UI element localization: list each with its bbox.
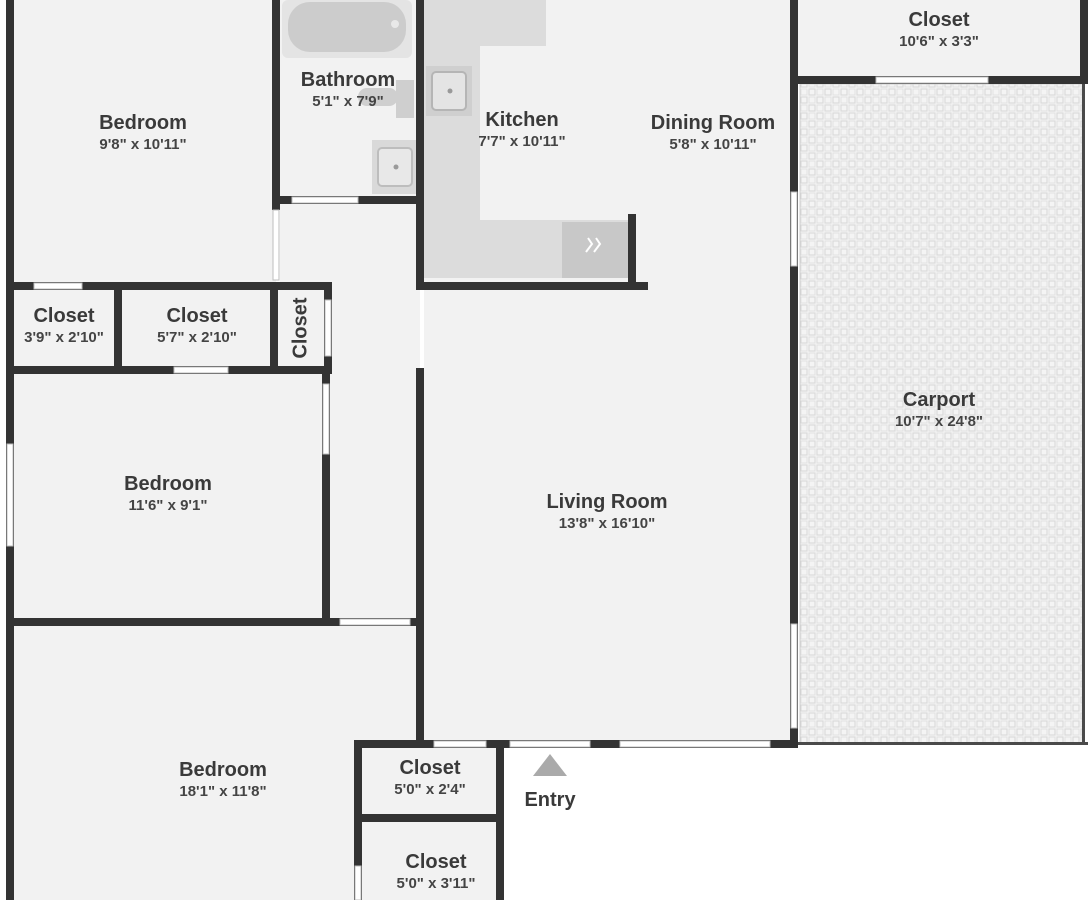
door-entry: [509, 740, 591, 748]
door-closet-c: [324, 299, 332, 357]
floor-bedroom-top: [12, 0, 276, 284]
room-name: Living Room: [546, 491, 668, 513]
window-living-right: [790, 623, 798, 729]
room-name: Bedroom: [124, 473, 212, 495]
room-name: Bedroom: [99, 112, 187, 134]
toilet: [358, 88, 398, 106]
door-bath: [291, 196, 359, 204]
room-label-living: Living Room 13'8" x 16'10": [546, 490, 667, 534]
window-bedroom-mid: [6, 443, 14, 547]
door-bedroom-mid: [322, 383, 330, 455]
room-dimensions: 18'1" x 11'8": [179, 783, 267, 800]
room-label-kitchen: Kitchen 7'7" x 10'11": [478, 108, 565, 152]
openings: [6, 76, 989, 900]
room-label-bedroom-bottom: Bedroom 18'1" x 11'8": [179, 758, 267, 802]
wall-closet-row-bottom: [6, 366, 332, 374]
wall-closet-b-c: [270, 282, 278, 374]
room-name: Dining Room: [650, 112, 776, 134]
room-name: Bathroom: [300, 69, 396, 91]
floor-closet-d: [360, 746, 496, 816]
door-bedroom-bottom: [339, 618, 411, 626]
wall-closet-d-e: [354, 814, 504, 822]
fixtures: [282, 0, 630, 278]
floor-closet-c: [278, 288, 326, 368]
room-name: Closet: [405, 851, 467, 873]
wall-living-bottom: [416, 740, 796, 748]
floor-living: [424, 284, 792, 742]
room-label-closet-top-right: Closet 10'6" x 3'3": [899, 8, 979, 52]
kitchen-counter: [424, 0, 546, 46]
room-name: Closet: [33, 305, 95, 327]
window-closet-top-right: [875, 76, 989, 84]
door-closet-a: [33, 282, 83, 290]
window-living-bottom: [619, 740, 771, 748]
wall-closet-top-right-left: [790, 0, 798, 84]
door-closet-e: [354, 865, 362, 900]
wall-carport-right: [1082, 84, 1085, 744]
room-dimensions: 3'9" x 2'10": [24, 329, 104, 346]
wall-closets-bottom-top: [354, 740, 504, 748]
room-dimensions: 9'8" x 10'11": [99, 136, 187, 153]
door-closet-b: [173, 366, 229, 374]
floor-closet-a: [12, 288, 116, 368]
room-dimensions: 11'6" x 9'1": [128, 497, 208, 514]
wall-closet-row-top: [6, 282, 332, 290]
room-label-closet-a: Closet 3'9" x 2'10": [24, 304, 104, 348]
entry-arrow-icon: [533, 754, 567, 776]
room-label-closet-d: Closet 5'0" x 2'4": [394, 756, 465, 800]
room-dimensions: 7'7" x 10'11": [478, 133, 566, 150]
room-name: Closet: [908, 9, 970, 31]
room-label-bathroom: Bathroom 5'1" x 7'9": [301, 68, 395, 112]
wall-living-left: [416, 368, 424, 748]
floor-closet-b: [122, 288, 272, 368]
wall-carport-bottom: [798, 742, 1088, 745]
room-label-carport: Carport 10'7" x 24'8": [895, 388, 983, 432]
room-name: Closet: [166, 305, 228, 327]
room-name: Kitchen: [485, 109, 559, 131]
door-closet-d: [433, 740, 487, 748]
room-label-bedroom-mid: Bedroom 11'6" x 9'1": [124, 472, 212, 516]
room-label-dining: Dining Room 5'8" x 10'11": [651, 111, 775, 155]
room-dimensions: 5'8" x 10'11": [669, 136, 757, 153]
wall-closet-top-right-right: [1080, 0, 1088, 84]
room-label-bedroom-top: Bedroom 9'8" x 10'11": [99, 111, 187, 155]
room-dimensions: 13'8" x 16'10": [558, 515, 656, 532]
room-name: Closet: [399, 757, 461, 779]
window-dining: [790, 191, 798, 267]
room-dimensions: 10'6" x 3'3": [899, 33, 979, 50]
room-dimensions: 10'7" x 24'8": [894, 413, 984, 430]
room-dimensions: 5'7" x 2'10": [157, 329, 237, 346]
wall-dining-right: [790, 0, 798, 748]
floor-bedroom-mid: [12, 372, 326, 620]
entry-label: Entry: [524, 789, 576, 811]
room-dimensions: 5'0" x 2'4": [394, 781, 466, 798]
room-dimensions: 5'0" x 3'11": [396, 875, 476, 892]
wall-bathroom-kitchen: [416, 0, 424, 290]
wall-bedroom-mid-bottom: [6, 618, 424, 626]
wall-bedroom-bathroom: [272, 0, 280, 210]
wall-closet-a-b: [114, 282, 122, 374]
floor-closet-e: [360, 822, 496, 900]
wall-kitchen-stub: [628, 214, 636, 290]
floor-closet-top-right: [798, 0, 1084, 78]
wall-kitchen-bottom: [416, 282, 648, 290]
room-dimensions: 5'1" x 7'9": [312, 93, 384, 110]
room-name: Bedroom: [179, 759, 267, 781]
floor-carport: [799, 83, 1085, 745]
wall-bedroom-mid-right: [322, 374, 330, 626]
room-label-closet-c: Closet: [289, 297, 312, 359]
room-name: Carport: [902, 389, 976, 411]
room-label-closet-b: Closet 5'7" x 2'10": [157, 304, 237, 348]
door-bedroom-top: [272, 209, 280, 281]
floor-bedroom-bottom: [12, 626, 416, 900]
room-label-closet-e: Closet 5'0" x 3'11": [397, 850, 476, 894]
